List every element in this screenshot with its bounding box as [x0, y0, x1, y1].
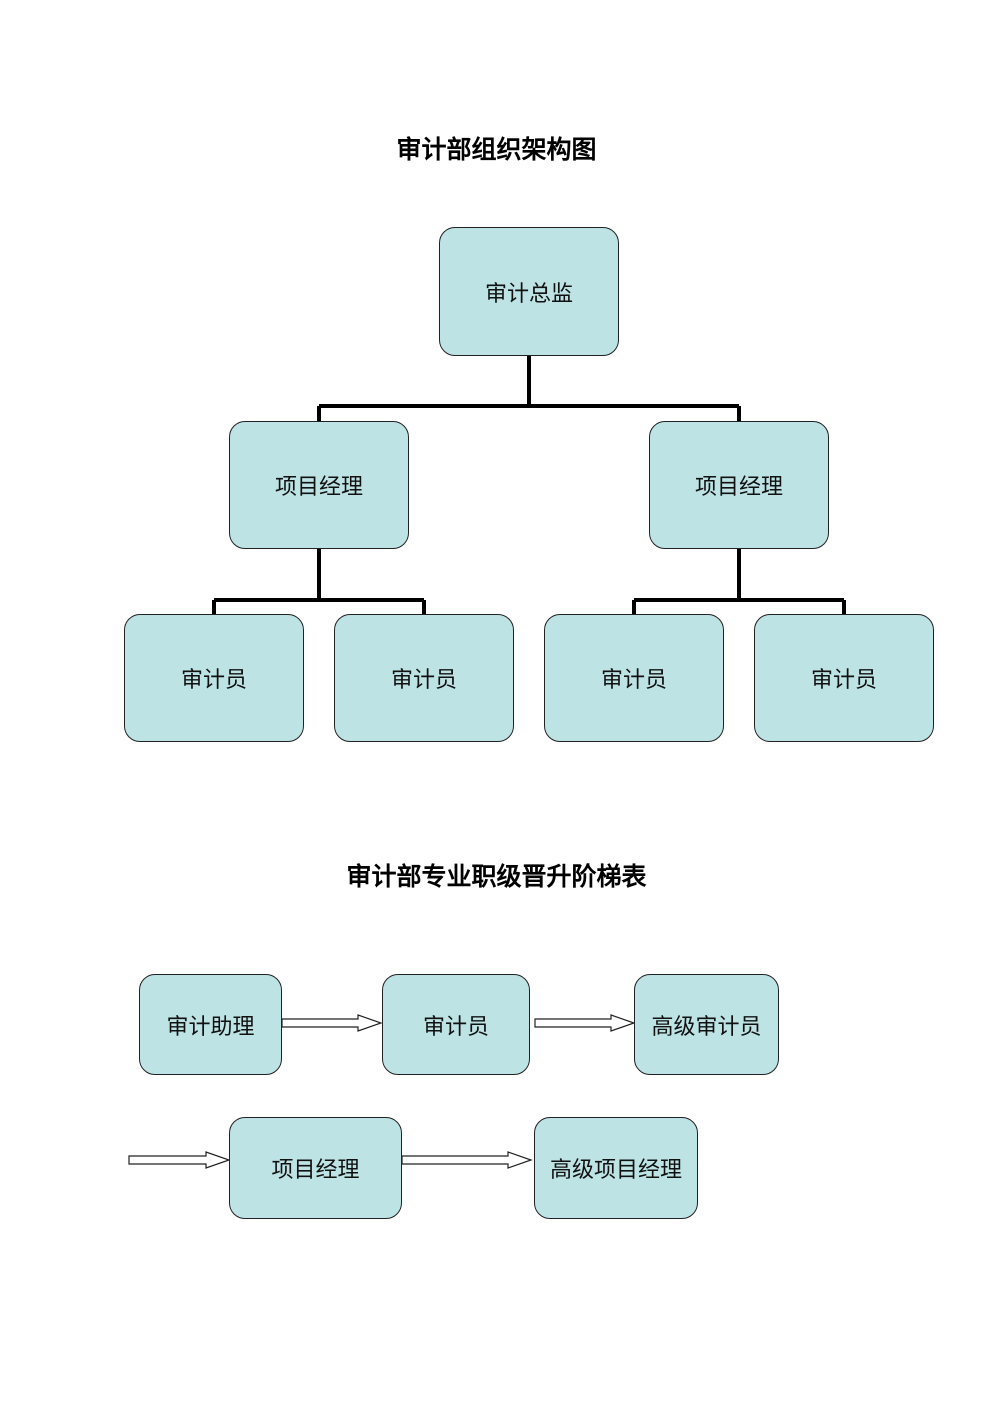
ladder-box-senior-manager: 高级项目经理 [534, 1117, 698, 1219]
connector-director-managers [317, 356, 741, 421]
arrow-auditor-to-senior-auditor [534, 1014, 636, 1032]
org-chart-title: 审计部组织架构图 [396, 135, 597, 164]
connector-manager2-auditors [632, 548, 846, 614]
ladder-label: 项目经理 [271, 1158, 360, 1183]
ladder-box-senior-auditor: 高级审计员 [634, 974, 779, 1075]
ladder-label: 高级审计员 [651, 1014, 762, 1040]
ladder-box-manager: 项目经理 [229, 1117, 402, 1219]
auditor-label: 审计员 [600, 668, 667, 693]
manager-box-left: 项目经理 [229, 421, 409, 549]
auditor-box-1: 审计员 [124, 614, 304, 742]
tree-connectors [212, 356, 846, 614]
director-label: 审计总监 [484, 281, 573, 307]
ladder-arrows [128, 1014, 636, 1169]
auditor-label: 审计员 [180, 668, 247, 693]
auditor-label: 审计员 [810, 668, 877, 693]
auditor-box-4: 审计员 [754, 614, 934, 742]
ladder-label: 审计员 [422, 1014, 489, 1040]
auditor-box-3: 审计员 [544, 614, 724, 742]
connector-manager1-auditors [212, 548, 426, 614]
ladder-box-auditor: 审计员 [382, 974, 530, 1075]
auditor-box-2: 审计员 [334, 614, 514, 742]
ladder-label: 高级项目经理 [549, 1158, 682, 1183]
ladder-box-assistant: 审计助理 [139, 974, 282, 1075]
ladder-label: 审计助理 [166, 1014, 255, 1040]
director-box: 审计总监 [439, 227, 619, 356]
arrow-assistant-to-auditor [281, 1014, 383, 1032]
auditor-label: 审计员 [390, 668, 457, 693]
arrow-into-manager [128, 1151, 231, 1169]
manager-label: 项目经理 [694, 475, 783, 500]
manager-box-right: 项目经理 [649, 421, 829, 549]
arrow-manager-to-senior-manager [401, 1151, 533, 1169]
ladder-title: 审计部专业职级晋升阶梯表 [346, 862, 647, 891]
manager-label: 项目经理 [274, 475, 363, 500]
